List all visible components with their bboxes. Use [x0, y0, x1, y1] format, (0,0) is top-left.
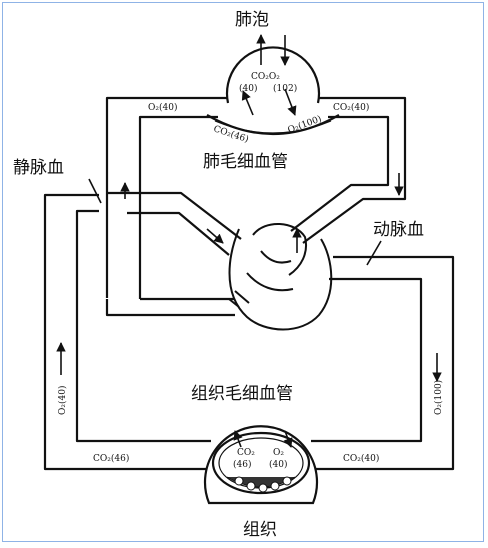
circulation-diagram: 肺泡 肺毛细血管 静脉血 动脉血 组织毛细血管 组织 CO₂O₂ (40) (1… — [13, 10, 455, 540]
heart — [228, 222, 333, 331]
alveolus-gases: CO₂O₂ — [251, 72, 280, 82]
tissue-o2-arrow — [283, 430, 293, 448]
diagram-frame: 肺泡 肺毛细血管 静脉血 动脉血 组织毛细血管 组织 CO₂O₂ (40) (1… — [2, 2, 484, 542]
tissue-capillary-label: 组织毛细血管 — [191, 384, 293, 404]
venous-pointer-line — [88, 178, 102, 204]
tissue-co2-label: CO₂ — [237, 448, 255, 458]
tissue-o2-label: O₂ — [273, 448, 284, 458]
tissue-co2-value: (46) — [233, 459, 251, 470]
alveolus-sac — [206, 46, 340, 135]
venous-return-bottom — [105, 297, 235, 317]
alveolus-o2: (102) — [273, 83, 297, 94]
venous-blood-label: 静脉血 — [13, 158, 64, 178]
o2-uptake-arrow — [284, 88, 297, 116]
pulmonary-o2-100: O₂(100) — [286, 113, 323, 135]
systemic-inner-wall — [75, 209, 423, 443]
alveolus-label: 肺泡 — [235, 10, 269, 30]
systemic-o2-right: O₂(100) — [433, 380, 444, 415]
pulmonary-outer-wall — [105, 96, 407, 298]
arterial-pointer-line — [366, 240, 382, 266]
systemic-co2-right: CO₂(40) — [343, 453, 379, 464]
arterial-blood-label: 动脉血 — [373, 220, 424, 240]
vein-to-heart-lower — [127, 211, 230, 256]
systemic-outer-wall — [43, 193, 455, 471]
pulmonary-co2-out: CO₂(40) — [333, 102, 369, 113]
systemic-co2-left: CO₂(46) — [93, 453, 129, 464]
pulmonary-capillary-label: 肺毛细血管 — [203, 152, 288, 172]
systemic-o2-left: O₂(40) — [57, 386, 68, 415]
tissue-co2-arrow — [233, 430, 243, 448]
tissue-capillary-bed — [203, 425, 319, 505]
alveolus-co2: (40) — [239, 83, 257, 94]
co2-release-arrow — [241, 90, 254, 116]
tissue-label: 组织 — [243, 520, 277, 540]
pulmonary-inner-wall — [138, 115, 390, 299]
vein-to-heart-upper — [107, 191, 242, 240]
pulmonary-o2-in: O₂(40) — [148, 102, 177, 113]
tissue-o2-value: (40) — [269, 459, 287, 470]
vein-inflow-arrow — [206, 228, 224, 244]
